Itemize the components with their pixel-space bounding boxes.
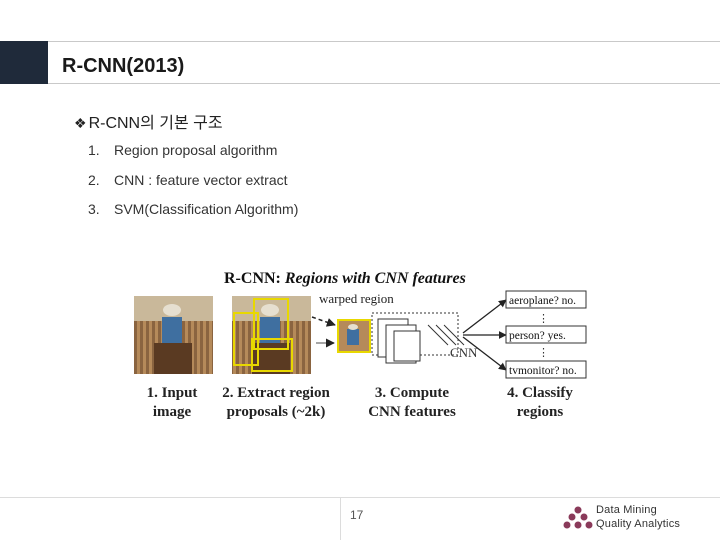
warped-region-label: warped region xyxy=(319,291,394,306)
svg-text:⋮: ⋮ xyxy=(538,313,549,325)
diagram-title-plain: R-CNN: xyxy=(224,270,285,287)
output-label: tvmonitor? no. xyxy=(509,365,577,377)
page-number: 17 xyxy=(350,508,364,522)
logo-text-line1: Data Mining xyxy=(596,504,657,516)
output-label: aeroplane? no. xyxy=(509,295,576,307)
step-1-line2: image xyxy=(153,404,192,420)
diagram-title: R-CNN: Regions with CNN features xyxy=(224,270,466,287)
list-item: 2. CNN : feature vector extract xyxy=(88,172,288,188)
output-label: person? yes. xyxy=(509,330,566,342)
step-4-line1: 4. Classify xyxy=(507,385,573,401)
step-1-line1: 1. Input xyxy=(147,385,198,401)
list-item-text: SVM(Classification Algorithm) xyxy=(114,201,299,217)
output-tvmonitor: tvmonitor? no. xyxy=(505,360,587,379)
footer-divider xyxy=(340,497,341,540)
rcnn-diagram: R-CNN: Regions with CNN features warped … xyxy=(134,270,587,420)
diamond-bullet-icon: ❖ xyxy=(74,115,87,131)
svg-text:⋮: ⋮ xyxy=(538,347,549,359)
proposal-box xyxy=(251,338,293,372)
logo-text-line2: Quality Analytics xyxy=(596,518,681,530)
step-2-line1: 2. Extract region xyxy=(222,385,330,401)
list-item-number: 3. xyxy=(88,201,100,217)
footer-rule xyxy=(0,497,720,498)
cnn-block: CNN xyxy=(371,312,478,364)
cluster-dots-icon xyxy=(563,506,593,529)
cnn-label: CNN xyxy=(450,345,478,360)
step-3-line2: CNN features xyxy=(368,404,456,420)
list-item-number: 2. xyxy=(88,172,100,188)
subheading: ❖R-CNN의 기본 구조 xyxy=(74,109,223,133)
output-person: person? yes. xyxy=(505,325,587,344)
title-rule xyxy=(48,41,720,84)
warped-region-image xyxy=(337,319,371,353)
subheading-text: R-CNN의 기본 구조 xyxy=(88,115,223,132)
title-accent-block xyxy=(0,41,48,84)
slide-title: R-CNN(2013) xyxy=(62,55,185,77)
proposals-image xyxy=(232,296,311,374)
list-item-text: CNN : feature vector extract xyxy=(114,172,288,188)
proposal-box xyxy=(253,298,289,350)
step-4-line2: regions xyxy=(517,404,564,420)
input-image xyxy=(134,296,213,374)
step-3-line1: 3. Compute xyxy=(375,385,450,401)
output-aeroplane: aeroplane? no. xyxy=(505,290,587,309)
list-item-number: 1. xyxy=(88,142,100,158)
diagram-title-italic: Regions with CNN features xyxy=(284,270,466,287)
list-item: 1. Region proposal algorithm xyxy=(88,142,277,158)
list-item: 3. SVM(Classification Algorithm) xyxy=(88,201,298,217)
step-2-line2: proposals (~2k) xyxy=(227,404,326,420)
list-item-text: Region proposal algorithm xyxy=(114,142,278,158)
